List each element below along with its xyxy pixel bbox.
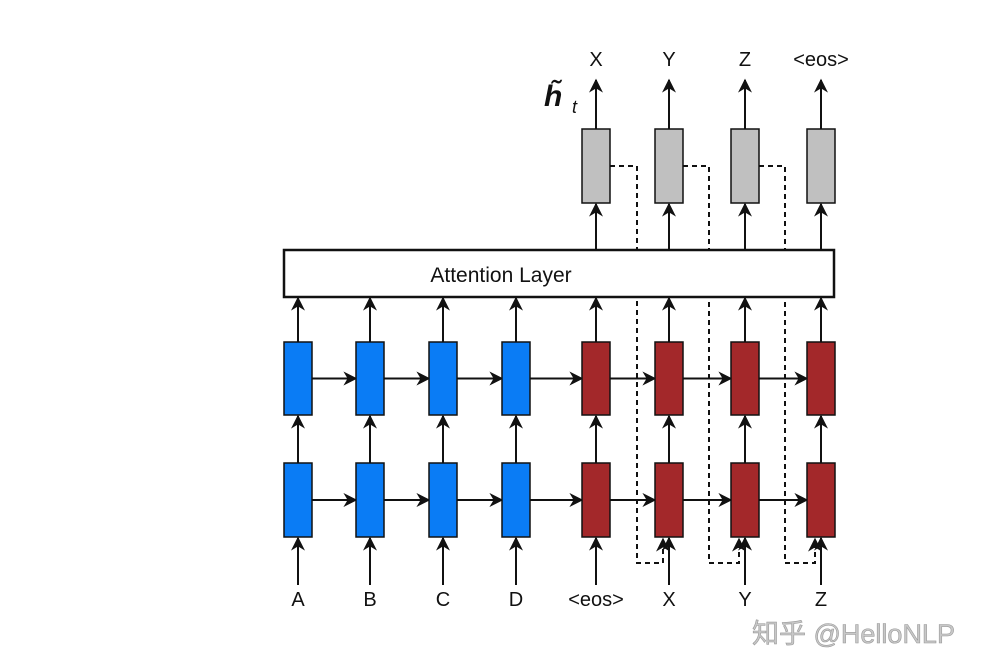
input-token-label: <eos> <box>568 589 624 611</box>
input-token-label: X <box>662 589 675 611</box>
encoder-cell-layer1 <box>283 462 313 538</box>
decoder-cell-layer2 <box>654 341 684 416</box>
attentional-hidden-cell <box>654 128 684 204</box>
attention-layer-box <box>282 248 836 299</box>
input-token-label: Y <box>738 589 751 611</box>
output-token-label: <eos> <box>793 49 849 71</box>
encoder-cell-layer1 <box>428 462 458 538</box>
decoder-cell-layer1 <box>654 462 684 538</box>
input-token-label: C <box>436 589 450 611</box>
encoder-cell-layer2 <box>355 341 385 416</box>
encoder-cell-layer2 <box>501 341 531 416</box>
output-token-label: Z <box>739 49 751 71</box>
decoder-cell-layer2 <box>806 341 836 416</box>
input-token-label: B <box>363 589 376 611</box>
decoder-cell-layer2 <box>581 341 611 416</box>
output-token-label: X <box>589 49 602 71</box>
input-feeding-dashed-arrow <box>759 165 822 564</box>
attentional-hidden-cell <box>730 128 760 204</box>
decoder-cell-layer1 <box>730 462 760 538</box>
watermark: 知乎 @HelloNLP <box>752 619 955 649</box>
hidden-state-label: h̃ t <box>544 79 578 117</box>
encoder-cell-layer2 <box>283 341 313 416</box>
output-token-label: Y <box>662 49 675 71</box>
input-token-label: D <box>509 589 523 611</box>
encoder-cell-layer2 <box>428 341 458 416</box>
attentional-hidden-cell <box>581 128 611 204</box>
decoder-cell-layer1 <box>806 462 836 538</box>
attention-layer-label: Attention Layer <box>430 264 571 287</box>
attentional-hidden-cell <box>806 128 836 204</box>
decoder-cell-layer1 <box>581 462 611 538</box>
encoder-cell-layer1 <box>355 462 385 538</box>
hidden-state-symbol: h̃ <box>544 79 563 113</box>
input-feeding-dashed-arrow <box>610 165 670 564</box>
input-token-label: Z <box>815 589 827 611</box>
hidden-state-subscript: t <box>572 97 578 117</box>
decoder-cell-layer2 <box>730 341 760 416</box>
encoder-cell-layer1 <box>501 462 531 538</box>
input-token-label: A <box>291 589 305 611</box>
input-feeding-dashed-arrow <box>683 165 746 564</box>
